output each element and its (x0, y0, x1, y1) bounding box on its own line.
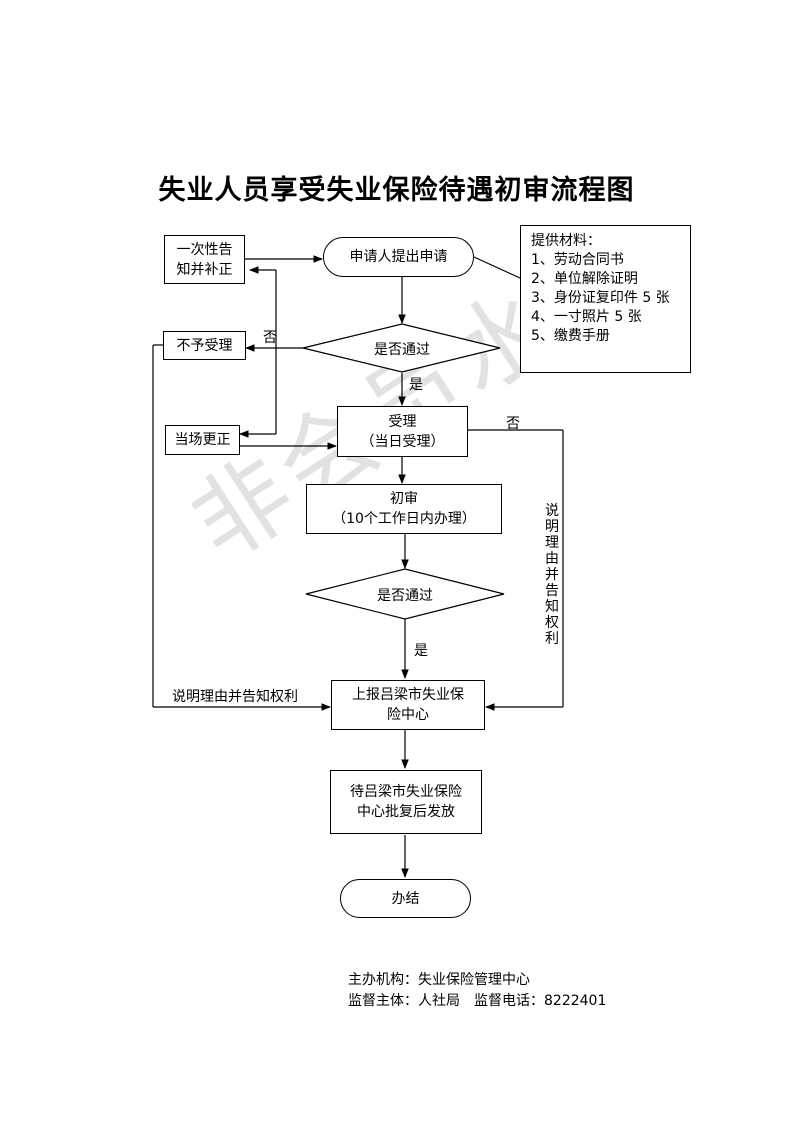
material-item-4: 4、一寸照片 5 张 (531, 309, 642, 325)
page-title: 失业人员享受失业保险待遇初审流程图 (158, 175, 635, 206)
accept-line-2: （当日受理） (360, 433, 445, 450)
on-site-correct-label: 当场更正 (174, 432, 231, 448)
notify-line-2: 知并补正 (176, 261, 233, 278)
explain-right-label: 说明理由并告知权利 (545, 503, 559, 647)
initial-review-line-2: （10个工作日内办理） (332, 511, 476, 527)
materials-heading: 提供材料： (531, 233, 601, 249)
accept-node: 受理 （当日受理） (337, 406, 468, 457)
no-label-2: 否 (506, 416, 520, 432)
decision-1-label: 是否通过 (374, 342, 430, 358)
material-item-1: 1、劳动合同书 (531, 252, 624, 268)
reject-label: 不予受理 (176, 337, 233, 354)
accept-line-1: 受理 (388, 413, 417, 430)
report-line-1: 上报吕梁市失业保 (352, 687, 464, 703)
decision-diamond-1 (302, 323, 501, 373)
yes-label-1: 是 (409, 377, 423, 393)
report-line-2: 险中心 (387, 707, 429, 723)
initial-review-line-1: 初审 (390, 491, 418, 507)
notify-line-1: 一次性告 (176, 241, 233, 258)
await-line-2: 中心批复后发放 (357, 804, 455, 820)
material-item-5: 5、缴费手册 (531, 328, 610, 344)
decision-diamond-2 (305, 568, 505, 620)
await-node: 待吕梁市失业保险 中心批复后发放 (330, 770, 482, 834)
done-label: 办结 (391, 890, 420, 907)
material-item-3: 3、身份证复印件 5 张 (531, 290, 670, 306)
notify-correct-node: 一次性告 知并补正 (164, 235, 245, 284)
await-line-1: 待吕梁市失业保险 (350, 784, 462, 800)
apply-label: 申请人提出申请 (349, 249, 448, 265)
materials-box: 提供材料： 1、劳动合同书 2、单位解除证明 3、身份证复印件 5 张 4、一寸… (520, 225, 691, 373)
decision-2-label: 是否通过 (377, 588, 433, 604)
on-site-correct-node: 当场更正 (165, 425, 240, 455)
report-node: 上报吕梁市失业保 险中心 (331, 680, 485, 730)
material-item-2: 2、单位解除证明 (531, 271, 638, 287)
no-label-1: 否 (263, 330, 277, 346)
footer-organizer: 主办机构：失业保险管理中心 (348, 972, 530, 988)
apply-node: 申请人提出申请 (323, 237, 474, 277)
reject-node: 不予受理 (163, 331, 246, 360)
done-node: 办结 (340, 879, 471, 918)
footer-supervisor: 监督主体：人社局 监督电话：8222401 (348, 993, 607, 1009)
explain-left-label: 说明理由并告知权利 (172, 689, 298, 705)
initial-review-node: 初审 （10个工作日内办理） (306, 484, 502, 534)
yes-label-2: 是 (414, 643, 428, 659)
